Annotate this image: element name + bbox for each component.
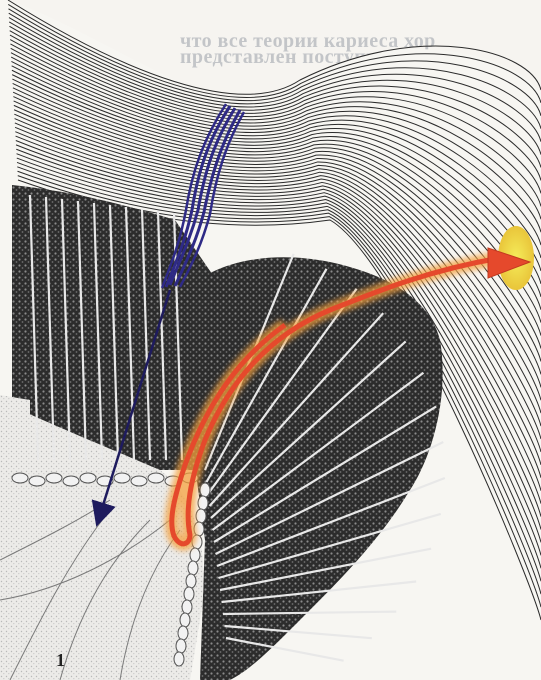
odontoblast: [131, 476, 147, 486]
odontoblast: [29, 476, 45, 486]
odontoblast: [186, 574, 196, 588]
odontoblast: [63, 476, 79, 486]
odontoblast: [80, 473, 96, 483]
odontoblast: [188, 561, 198, 575]
odontoblast: [200, 483, 210, 497]
odontoblast: [114, 473, 130, 483]
odontoblast: [12, 473, 28, 483]
odontoblast: [190, 548, 200, 562]
odontoblast: [148, 473, 164, 483]
odontoblast: [198, 496, 208, 510]
odontoblast: [184, 587, 194, 601]
odontoblast: [46, 473, 62, 483]
odontoblast: [196, 509, 206, 523]
odontoblast: [182, 600, 192, 614]
odontoblast: [176, 639, 186, 653]
odontoblast: [178, 626, 188, 640]
odontoblast: [180, 613, 190, 627]
figure-number: 1: [56, 650, 65, 671]
odontoblast: [174, 652, 184, 666]
pulp-zone-upper: [0, 395, 30, 470]
